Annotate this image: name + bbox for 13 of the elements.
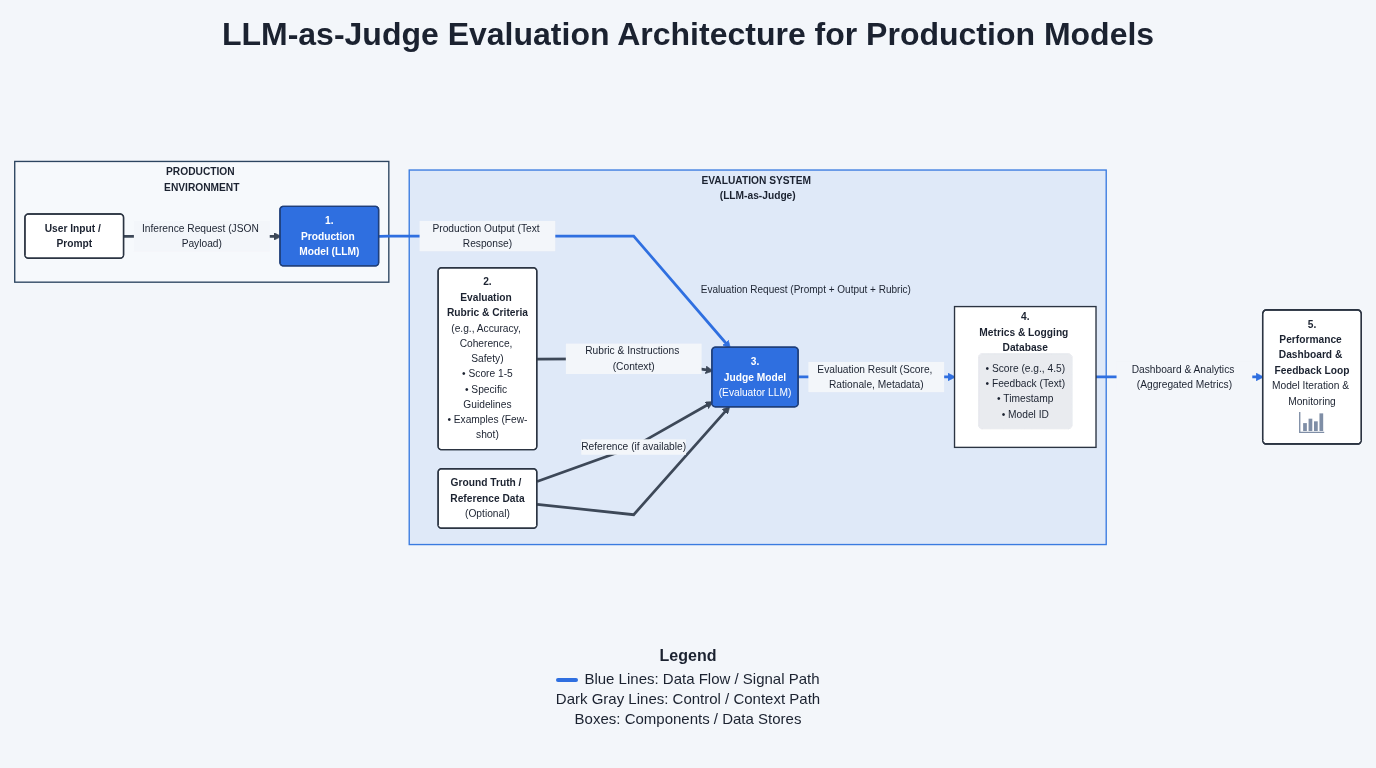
edge-label: Dashboard & Analytics (Aggregated Metrics) xyxy=(1131,363,1235,390)
arrow xyxy=(536,401,714,483)
diagram-title: LLM-as-Judge Evaluation Architecture for Production Models xyxy=(221,16,1155,53)
edge-label: Evaluation Result (Score, Rationale, Metadata) xyxy=(817,363,933,390)
edge-label: Inference Request (JSON Payload) xyxy=(141,222,259,250)
arrow xyxy=(536,405,731,517)
legend-title: Legend xyxy=(659,646,717,666)
edge-label: Reference (if available) xyxy=(581,440,687,453)
edge-label: Production Output (Text Response) xyxy=(432,222,540,250)
legend-text: Dark Gray Lines: Control / Context Path xyxy=(555,690,821,707)
legend-text: Blue Lines: Data Flow / Signal Path xyxy=(584,670,820,687)
edge-label: Rubric & Instructions (Context) xyxy=(585,344,680,372)
legend-text: Boxes: Components / Data Stores xyxy=(574,710,802,727)
